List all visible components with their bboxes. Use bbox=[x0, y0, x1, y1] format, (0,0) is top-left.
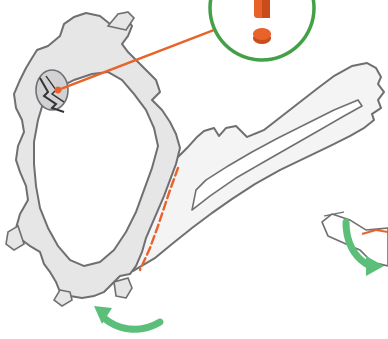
frame-tab-bottom-right bbox=[114, 278, 132, 298]
callout-anchor bbox=[55, 87, 62, 94]
frame-tab-bottom bbox=[54, 290, 72, 306]
warning-callout bbox=[210, 0, 314, 60]
rotate-arrow-left-icon bbox=[94, 306, 160, 329]
